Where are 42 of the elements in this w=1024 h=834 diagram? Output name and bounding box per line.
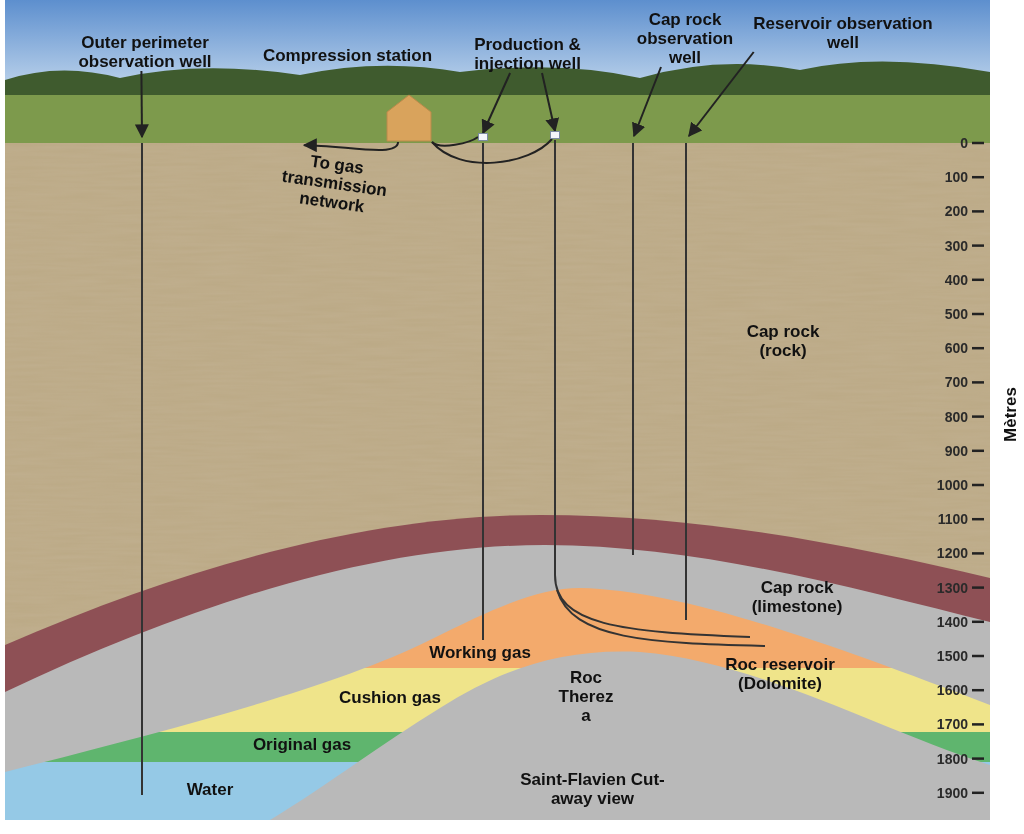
arrow [481, 72, 512, 135]
depth-tick-label: 800 [943, 408, 968, 425]
station-label: Compression station [261, 46, 434, 65]
well-label: Cap rock observation well [625, 10, 745, 67]
depth-tick-label: 200 [943, 203, 968, 220]
well-label: Reservoir observation well [748, 14, 938, 52]
pipe-line [431, 136, 479, 147]
layer-label: Original gas [251, 735, 353, 754]
depth-tick-label: 1700 [935, 716, 968, 733]
depth-tick-label: 400 [943, 271, 968, 288]
well-label: Outer perimeter observation well [55, 33, 235, 71]
arrow [541, 72, 560, 133]
layer-label: Working gas [428, 643, 532, 662]
axis-title: Mètres [1000, 386, 1020, 444]
layer-label: Cushion gas [338, 688, 442, 707]
arrow [302, 138, 400, 153]
depth-tick-label: 900 [943, 442, 968, 459]
depth-tick-label: 1100 [936, 511, 968, 528]
view-caption: Saint-Flavien Cut-away view [519, 770, 666, 808]
destination-label: To gas transmission network [258, 145, 411, 222]
depth-tick-label: 1200 [935, 545, 968, 562]
pipe-line [431, 138, 553, 164]
depth-tick-label: 1400 [935, 613, 968, 630]
depth-tick-label: 100 [943, 169, 968, 186]
layer-label: Cap rock (limestone) [750, 578, 844, 616]
layer-label: Roc Therez a [557, 668, 615, 725]
layer-label: Roc reservoir (Dolomite) [724, 655, 836, 693]
wellhead-marker [550, 131, 560, 139]
depth-tick-label: 1900 [935, 784, 968, 801]
layer-label: Water [185, 780, 235, 799]
depth-tick-label: 500 [943, 306, 968, 322]
depth-tick-label: 300 [943, 237, 968, 254]
layer-label: Cap rock (rock) [745, 322, 821, 360]
depth-tick-label: 1300 [935, 579, 968, 596]
depth-tick-label: 600 [943, 340, 968, 357]
depth-tick-label: 1600 [935, 682, 968, 699]
depth-tick-label: 1000 [935, 477, 968, 493]
depth-tick-label: 700 [943, 374, 968, 391]
wellhead-marker [478, 133, 488, 141]
depth-tick-label: 1800 [935, 750, 968, 767]
depth-tick-label: 0 [959, 135, 968, 151]
depth-tick-label: 1500 [935, 648, 968, 664]
